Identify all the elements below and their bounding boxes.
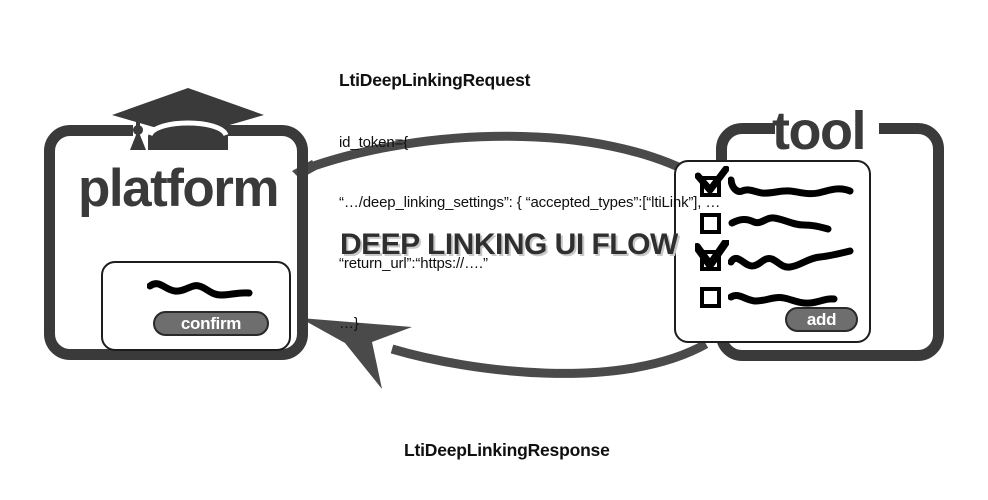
platform-card-squiggle [147,280,253,299]
page-title: DEEP LINKING UI FLOW [340,228,678,261]
request-annotation-line: “return_url”:“https://….” [339,254,488,272]
checklist-item-squiggle [728,214,832,233]
tool-border-gap [775,116,879,138]
checklist-item[interactable] [700,283,865,313]
checkbox-icon[interactable] [700,213,721,234]
checklist-item[interactable] [695,240,865,276]
add-button[interactable]: add [785,307,858,332]
checkbox-icon[interactable] [700,287,721,308]
checklist-item-squiggle [728,292,838,307]
request-annotation-title: LtiDeepLinkingRequest [339,69,531,90]
request-annotation-line: id_token={ [339,134,408,152]
request-annotation-line: “…/deep_linking_settings”: { “accepted_t… [339,194,721,212]
graduation-cap-icon [112,88,264,150]
response-annotation-title: LtiDeepLinkingResponse [404,439,610,460]
response-annotation: LtiDeepLinkingResponse JWT={ “…/content_… [404,398,685,500]
checklist-item[interactable] [695,166,865,202]
tool-label: tool [772,101,866,161]
platform-inner-card [101,261,291,351]
request-annotation-line: …} [339,314,359,332]
arrow-response [300,318,709,389]
checklist-item[interactable] [700,209,865,239]
checklist-item-squiggle [728,247,854,271]
platform-label: platform [78,159,280,218]
request-annotation: LtiDeepLinkingRequest id_token={ “…/deep… [339,28,720,374]
checklist-item-squiggle [728,176,854,198]
tool-checklist [695,166,865,308]
confirm-button[interactable]: confirm [153,311,269,336]
